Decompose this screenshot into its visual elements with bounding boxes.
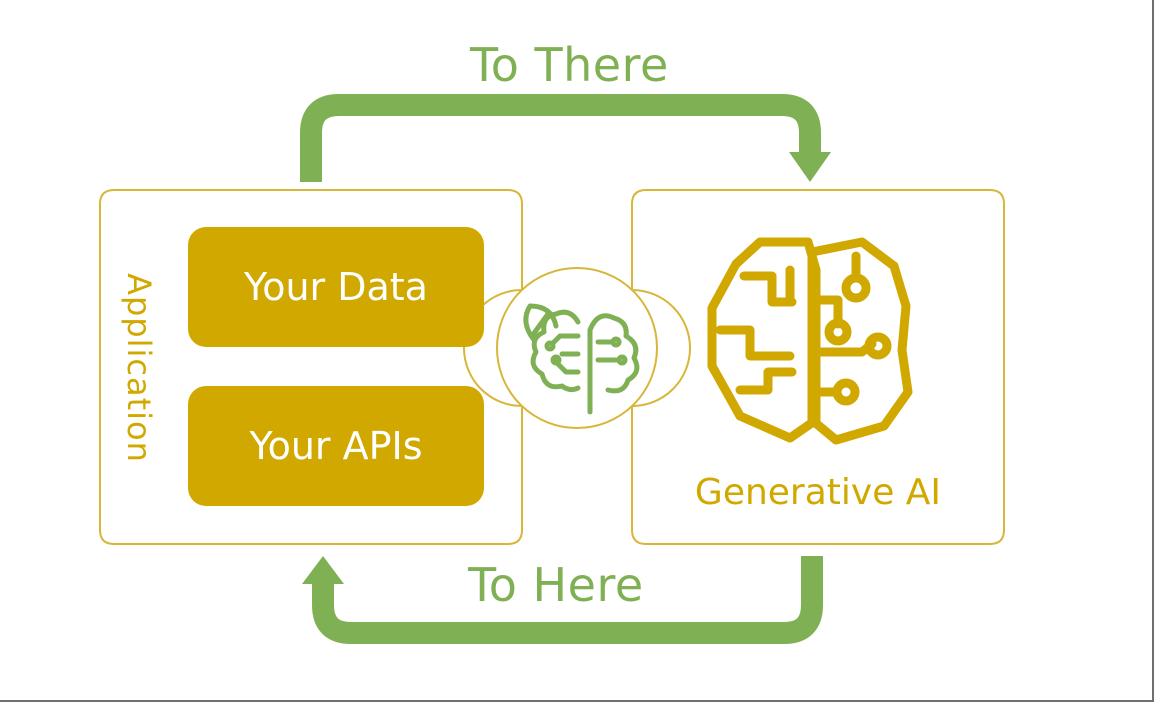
your-data-box: Your Data <box>188 227 484 347</box>
circuit-brain-icon <box>707 237 913 445</box>
your-apis-box: Your APIs <box>188 386 484 506</box>
generative-ai-label: Generative AI <box>694 472 942 513</box>
to-here-label: To Here <box>468 558 644 612</box>
bottom-flow-arrow <box>302 556 823 644</box>
leaf-brain-icon <box>523 303 640 415</box>
to-there-label: To There <box>470 38 669 92</box>
application-label-container: Application <box>100 228 178 508</box>
application-label: Application <box>120 273 159 463</box>
top-flow-arrow <box>300 94 831 182</box>
